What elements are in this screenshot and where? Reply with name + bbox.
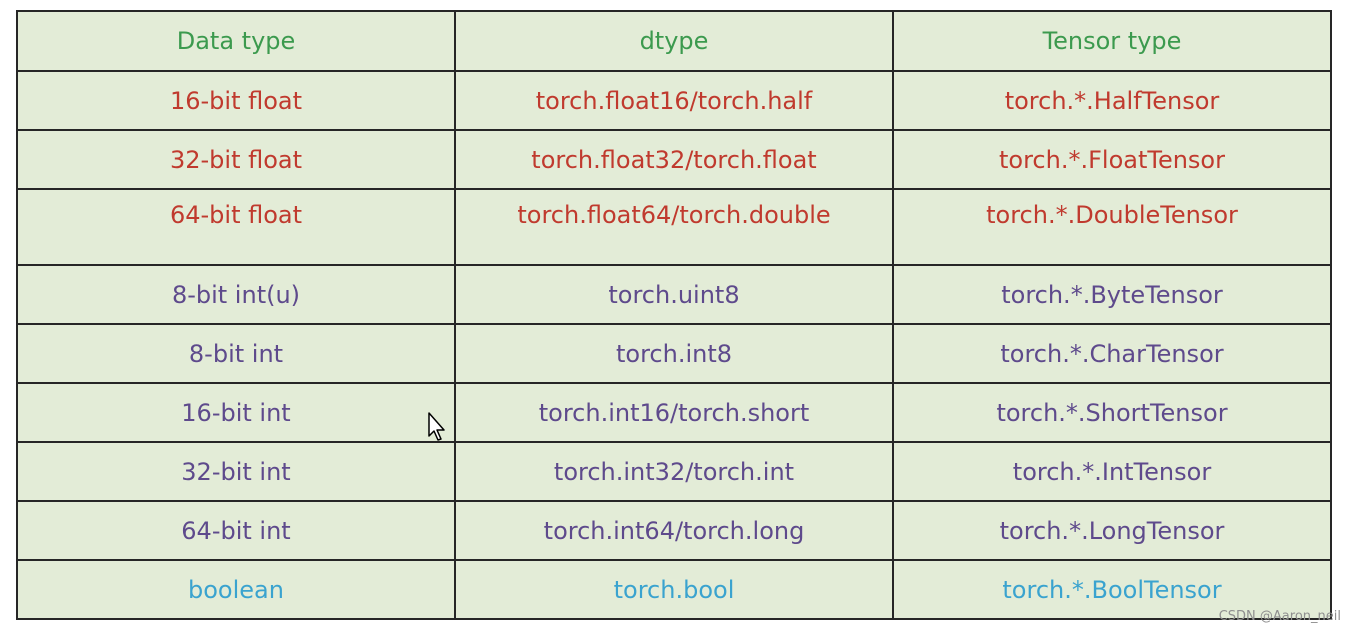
data-type-cell: 8-bit int(u) bbox=[16, 264, 456, 325]
data-type-cell: 16-bit int bbox=[16, 382, 456, 443]
watermark: CSDN @Aaron_neil bbox=[1218, 609, 1341, 624]
tensor-type-cell: torch.*.LongTensor bbox=[892, 500, 1332, 561]
dtype-table: Data type dtype Tensor type 16-bit float… bbox=[16, 10, 1332, 620]
mouse-pointer-icon bbox=[428, 412, 445, 441]
table-row: 16-bit float torch.float16/torch.half to… bbox=[16, 70, 1332, 131]
tensor-type-cell: torch.*.BoolTensor bbox=[892, 559, 1332, 620]
data-type-cell: 64-bit float bbox=[16, 188, 456, 266]
data-type-cell: 64-bit int bbox=[16, 500, 456, 561]
dtype-cell: torch.int8 bbox=[454, 323, 894, 384]
tensor-type-cell: torch.*.ByteTensor bbox=[892, 264, 1332, 325]
dtype-cell: torch.float16/torch.half bbox=[454, 70, 894, 131]
table-row: boolean torch.bool torch.*.BoolTensor bbox=[16, 559, 1332, 620]
dtype-cell: torch.int64/torch.long bbox=[454, 500, 894, 561]
tensor-type-cell: torch.*.HalfTensor bbox=[892, 70, 1332, 131]
header-dtype: dtype bbox=[454, 10, 894, 72]
tensor-type-cell: torch.*.IntTensor bbox=[892, 441, 1332, 502]
dtype-cell: torch.bool bbox=[454, 559, 894, 620]
table-row: 8-bit int(u) torch.uint8 torch.*.ByteTen… bbox=[16, 264, 1332, 325]
header-tensor-type: Tensor type bbox=[892, 10, 1332, 72]
table-row: 64-bit int torch.int64/torch.long torch.… bbox=[16, 500, 1332, 561]
dtype-cell: torch.int32/torch.int bbox=[454, 441, 894, 502]
tensor-type-cell: torch.*.FloatTensor bbox=[892, 129, 1332, 190]
table-row: 8-bit int torch.int8 torch.*.CharTensor bbox=[16, 323, 1332, 384]
table-header-row: Data type dtype Tensor type bbox=[16, 10, 1332, 72]
data-type-cell: 8-bit int bbox=[16, 323, 456, 384]
data-type-cell: 16-bit float bbox=[16, 70, 456, 131]
data-type-cell: 32-bit int bbox=[16, 441, 456, 502]
tensor-type-cell: torch.*.DoubleTensor bbox=[892, 188, 1332, 266]
table-row: 64-bit float torch.float64/torch.double … bbox=[16, 188, 1332, 266]
dtype-cell: torch.uint8 bbox=[454, 264, 894, 325]
tensor-type-cell: torch.*.CharTensor bbox=[892, 323, 1332, 384]
data-type-cell: boolean bbox=[16, 559, 456, 620]
table-row: 32-bit int torch.int32/torch.int torch.*… bbox=[16, 441, 1332, 502]
table-row: 16-bit int torch.int16/torch.short torch… bbox=[16, 382, 1332, 443]
dtype-cell: torch.float64/torch.double bbox=[454, 188, 894, 266]
data-type-cell: 32-bit float bbox=[16, 129, 456, 190]
table-row: 32-bit float torch.float32/torch.float t… bbox=[16, 129, 1332, 190]
dtype-cell: torch.float32/torch.float bbox=[454, 129, 894, 190]
tensor-type-cell: torch.*.ShortTensor bbox=[892, 382, 1332, 443]
dtype-cell: torch.int16/torch.short bbox=[454, 382, 894, 443]
header-data-type: Data type bbox=[16, 10, 456, 72]
